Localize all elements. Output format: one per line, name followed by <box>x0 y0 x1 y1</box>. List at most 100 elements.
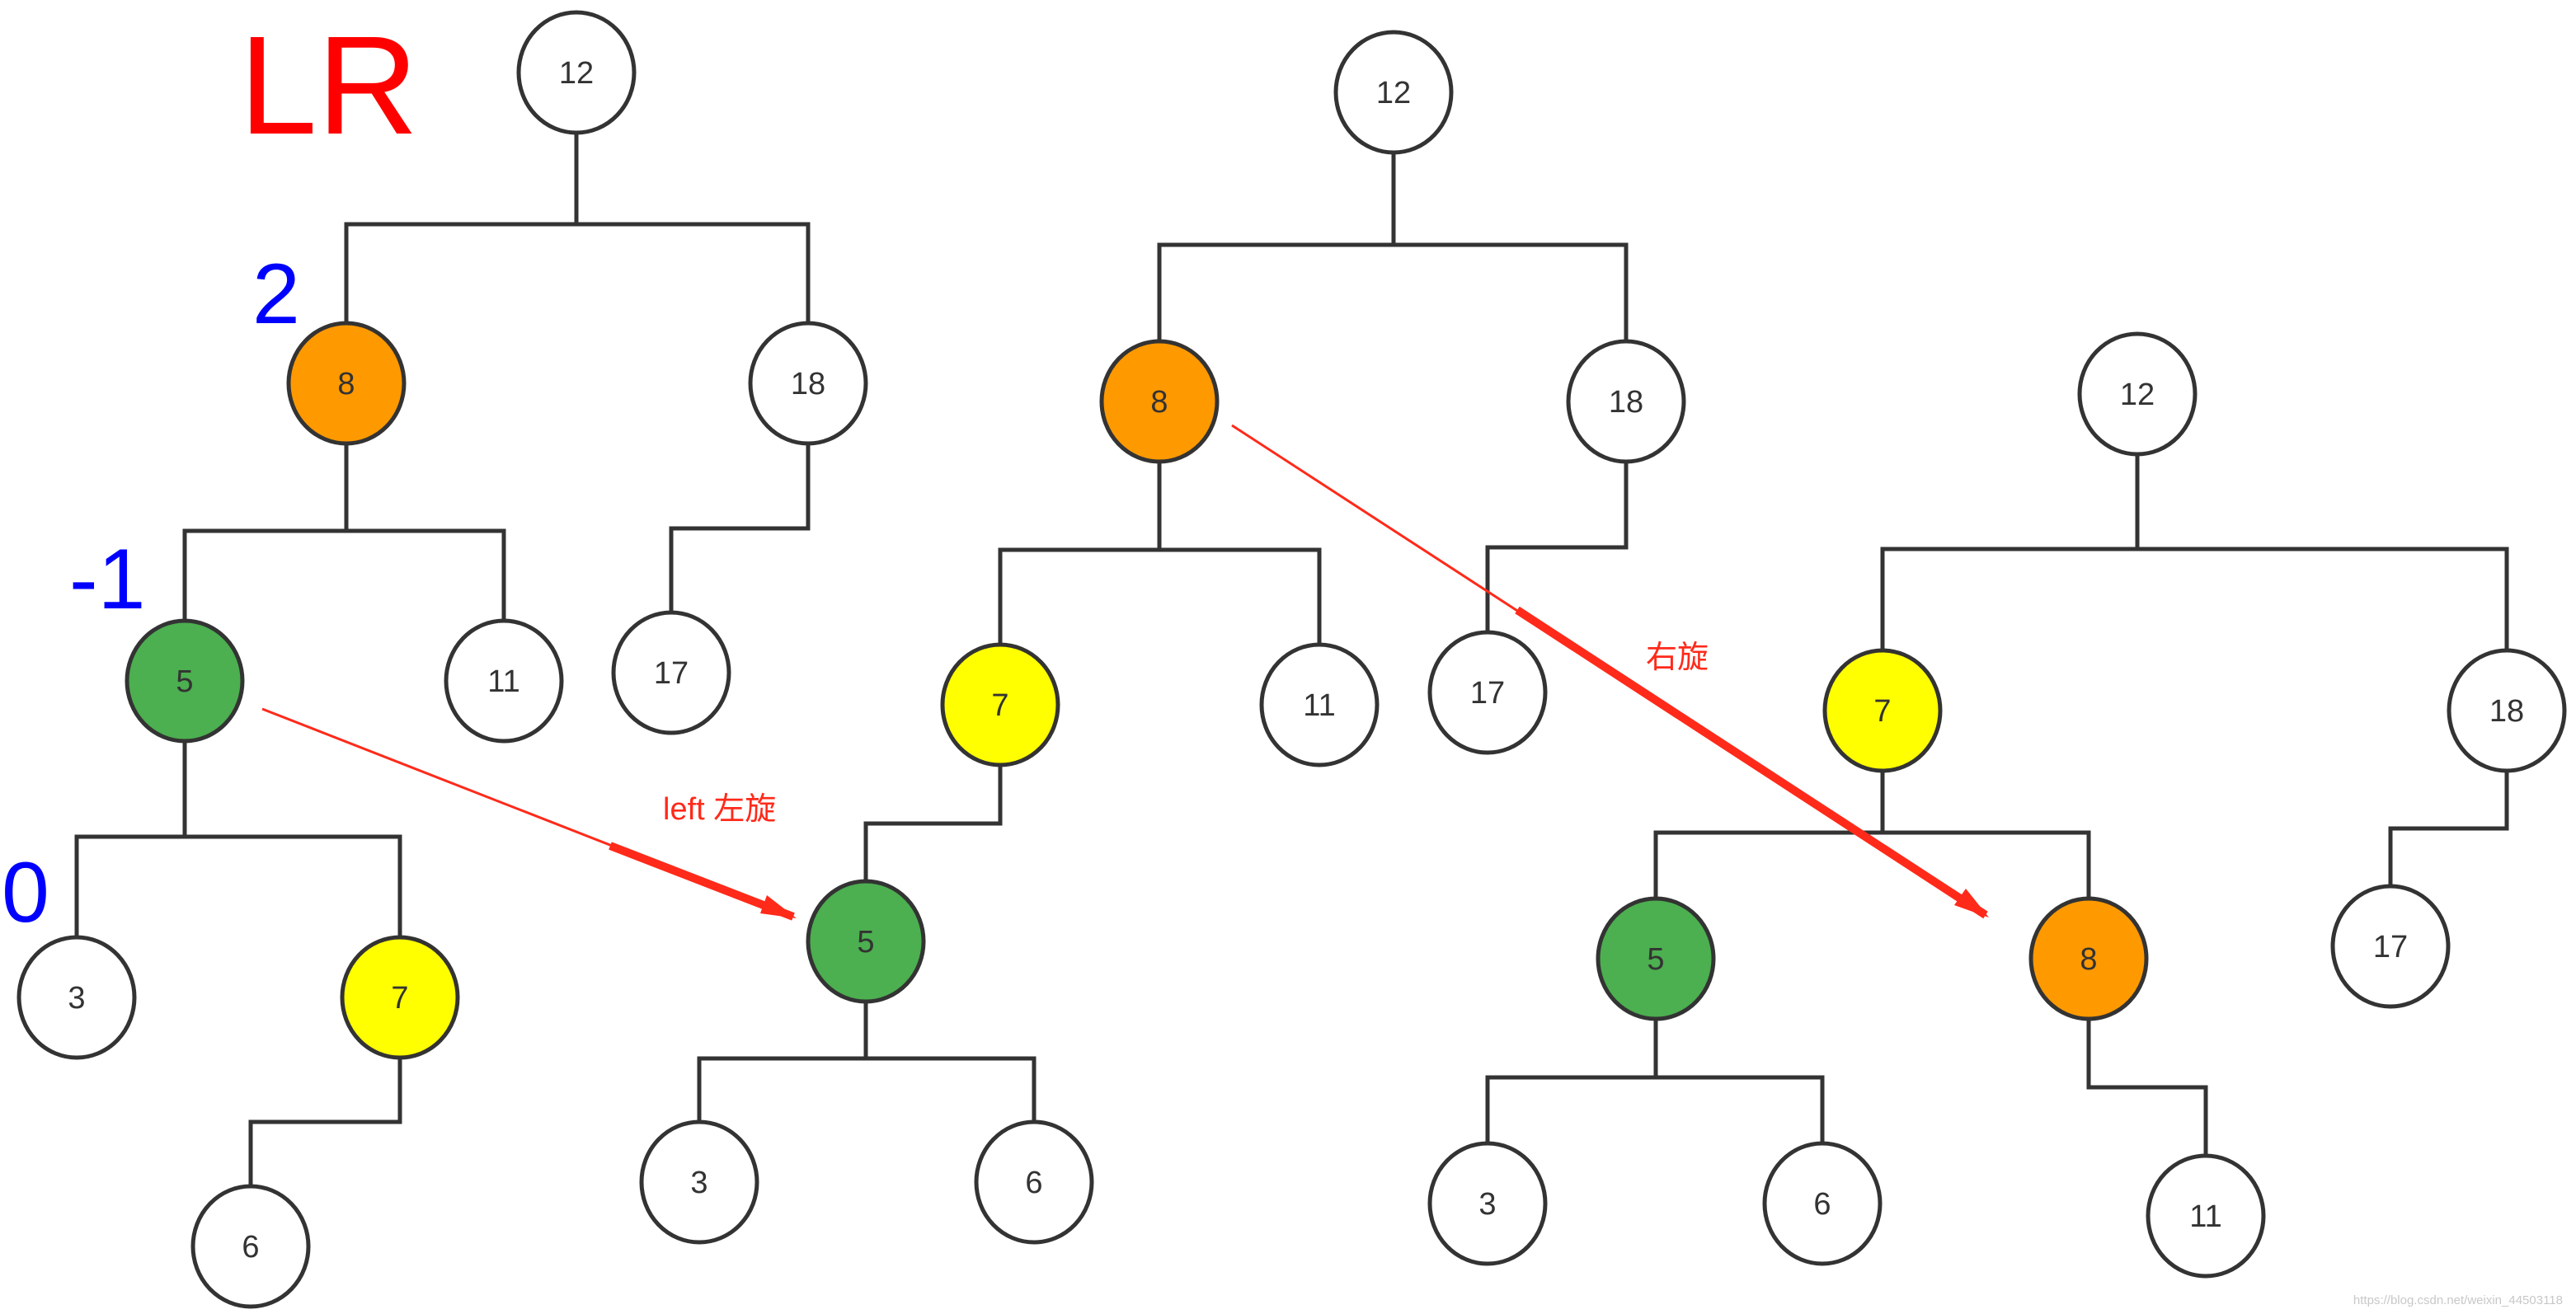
tree-3-node-18-circle <box>2447 648 2567 773</box>
tree-1-edge-12-18 <box>574 130 811 326</box>
tree-2-node-3: 3 <box>639 1119 759 1245</box>
tree-2-node-7: 7 <box>940 642 1060 767</box>
tree-1-node-11: 11 <box>444 618 564 744</box>
tree-3-node-5: 5 <box>1596 896 1716 1021</box>
tree-1-node-7: 7 <box>340 935 460 1060</box>
tree-1-node-12-label: 12 <box>559 56 594 91</box>
tree-3-node-17-label: 17 <box>2373 930 2408 964</box>
tree-2-node-5-label: 5 <box>857 925 874 960</box>
tree-1-node-3-label: 3 <box>68 981 85 1016</box>
tree-3-node-6-label: 6 <box>1813 1187 1831 1222</box>
tree-2-node-12-circle <box>1333 30 1454 155</box>
tree-3-node-12: 12 <box>2077 331 2198 457</box>
tree-1-node-7-label: 7 <box>391 981 408 1016</box>
balance-factor-node-8: 2 <box>252 246 300 342</box>
tree-2-node-8-circle <box>1099 339 1220 464</box>
tree-1-node-6: 6 <box>190 1184 311 1309</box>
tree-2-edge-7-5 <box>863 763 1003 884</box>
watermark: https://blog.csdn.net/weixin_44503118 <box>2353 1293 2563 1307</box>
tree-1-node-12: 12 <box>516 10 637 135</box>
arrows-layer: left 左旋 右旋 <box>261 424 1989 921</box>
tree-1-node-11-label: 11 <box>487 664 519 699</box>
tree-1-node-17: 17 <box>611 610 731 735</box>
tree-3-edge-5-6 <box>1653 1016 1825 1146</box>
tree-2-edge-12-8 <box>1157 150 1396 344</box>
tree-1-edge-5-3 <box>74 739 187 940</box>
tree-3-node-8-label: 8 <box>2080 942 2097 977</box>
tree-2-edge-5-6 <box>863 999 1037 1124</box>
tree-3-node-8: 8 <box>2028 896 2149 1021</box>
tree-2-node-5: 5 <box>806 879 926 1004</box>
tree-3-node-11: 11 <box>2146 1153 2266 1279</box>
tree-2-node-11-label: 11 <box>1303 688 1335 723</box>
tree-2-edge-8-7 <box>998 459 1162 647</box>
tree-3-node-7: 7 <box>1822 648 1943 773</box>
tree-2-node-6-label: 6 <box>1025 1166 1042 1200</box>
tree-3-node-5-label: 5 <box>1647 942 1664 977</box>
tree-3-node-8-circle <box>2028 896 2149 1021</box>
tree-1-edge-5-7 <box>182 739 402 940</box>
tree-3-node-17: 17 <box>2330 884 2451 1009</box>
left-rotation-label: left 左旋 <box>663 792 776 827</box>
tree-3-node-7-label: 7 <box>1873 694 1891 729</box>
tree-1-node-7-circle <box>340 935 460 1060</box>
tree-1-node-12-circle <box>516 10 637 135</box>
tree-3-edge-12-18 <box>2135 452 2509 653</box>
tree-1-node-5: 5 <box>125 618 245 744</box>
tree-3-node-17-circle <box>2330 884 2451 1009</box>
tree-1-edge-7-6 <box>248 1055 402 1189</box>
tree-1-node-17-circle <box>611 610 731 735</box>
tree-3-node-6: 6 <box>1762 1141 1883 1266</box>
tree-2-node-17-circle <box>1427 630 1548 755</box>
tree-2-node-12-label: 12 <box>1376 76 1411 110</box>
edges-layer <box>74 130 2509 1189</box>
tree-2-node-12: 12 <box>1333 30 1454 155</box>
tree-1-node-11-circle <box>444 618 564 744</box>
tree-2-node-7-label: 7 <box>991 688 1008 723</box>
tree-3-node-3: 3 <box>1427 1141 1548 1266</box>
balance-factor-node-3: 0 <box>2 845 49 941</box>
tree-1-node-5-circle <box>125 618 245 744</box>
tree-2-edge-8-11 <box>1157 459 1322 647</box>
tree-2-node-6-circle <box>974 1119 1094 1245</box>
right-rotation-arrow-tip-icon <box>1954 889 1989 917</box>
right-rotation-label: 右旋 <box>1646 641 1709 675</box>
tree-1-edge-18-17 <box>669 441 811 615</box>
tree-3-node-6-circle <box>1762 1141 1883 1266</box>
tree-3-node-18-label: 18 <box>2489 694 2524 729</box>
tree-3-edge-7-8 <box>1880 768 2091 901</box>
tree-2-node-8-label: 8 <box>1150 385 1168 420</box>
tree-2-node-8: 8 <box>1099 339 1220 464</box>
tree-3-node-3-label: 3 <box>1478 1187 1496 1222</box>
tree-1-node-18-circle <box>748 321 868 446</box>
balance-factor-node-5: -1 <box>69 532 145 627</box>
tree-2-node-5-circle <box>806 879 926 1004</box>
tree-3-node-5-circle <box>1596 896 1716 1021</box>
tree-1-node-6-circle <box>190 1184 311 1309</box>
tree-2-node-17: 17 <box>1427 630 1548 755</box>
tree-2-node-3-label: 3 <box>690 1166 707 1200</box>
tree-3-node-18: 18 <box>2447 648 2567 773</box>
tree-1-node-3-circle <box>16 935 137 1060</box>
tree-3-edge-18-17 <box>2388 768 2509 889</box>
left-rotation-arrow-head <box>609 842 795 921</box>
diagram-title: LR <box>239 7 418 164</box>
tree-2-node-11: 11 <box>1259 642 1380 767</box>
tree-2-node-18-label: 18 <box>1609 385 1643 420</box>
tree-3-node-7-circle <box>1822 648 1943 773</box>
tree-2-edge-12-18 <box>1391 150 1629 344</box>
tree-3-edge-7-5 <box>1653 768 1885 901</box>
tree-3-edge-5-3 <box>1485 1016 1658 1146</box>
tree-1-node-18: 18 <box>748 321 868 446</box>
tree-1-node-18-label: 18 <box>791 367 825 401</box>
tree-3-node-12-label: 12 <box>2120 378 2155 412</box>
tree-3-node-12-circle <box>2077 331 2198 457</box>
left-rotation-arrow-tip-icon <box>760 895 797 918</box>
tree-2-edge-18-17 <box>1485 459 1629 635</box>
tree-2-node-6: 6 <box>974 1119 1094 1245</box>
tree-3-edge-12-7 <box>1880 452 2140 653</box>
tree-3-edge-8-11 <box>2086 1016 2208 1158</box>
tree-1-node-5-label: 5 <box>176 664 193 699</box>
